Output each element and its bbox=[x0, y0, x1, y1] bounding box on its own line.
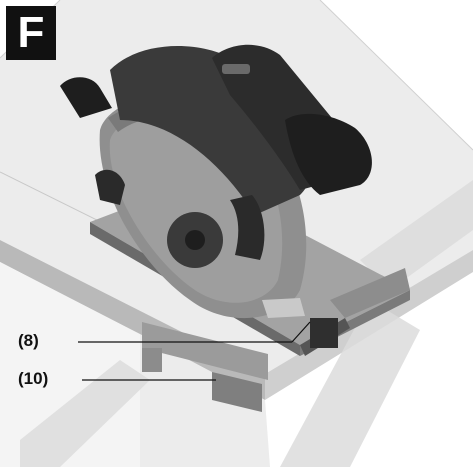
tool-body bbox=[60, 44, 372, 260]
parallel-guide bbox=[142, 322, 268, 412]
saw-blade bbox=[262, 298, 305, 318]
callout-label-8: (8) bbox=[18, 331, 39, 350]
watermark bbox=[20, 180, 473, 467]
callout-label-10: (10) bbox=[18, 369, 49, 388]
figure-label: F bbox=[6, 6, 56, 60]
callout-8-leader-tip bbox=[291, 321, 311, 343]
